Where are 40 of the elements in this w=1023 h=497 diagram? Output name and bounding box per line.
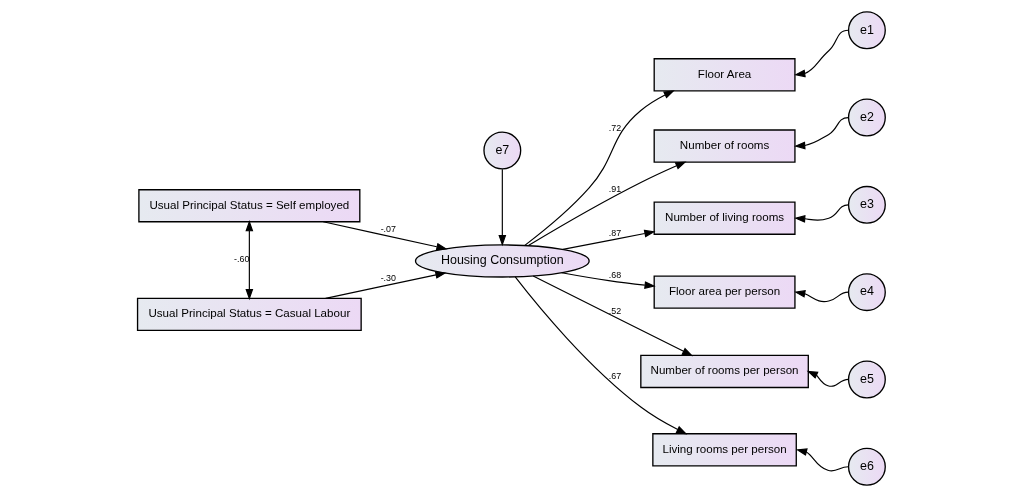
arrow — [524, 90, 675, 246]
node-box: Number of rooms — [653, 129, 796, 163]
arrow — [498, 168, 507, 247]
edge-label: .67 — [608, 371, 622, 382]
node-circle: e2 — [847, 98, 886, 137]
node-circle: e7 — [483, 131, 522, 170]
node-box: Usual Principal Status = Self employed — [138, 189, 361, 223]
arrow — [806, 370, 849, 387]
node-box: Number of living rooms — [653, 201, 796, 235]
edge-label: -.60 — [234, 254, 250, 265]
arrow — [795, 448, 849, 472]
edge-label: .91 — [608, 184, 622, 195]
arrow — [532, 275, 694, 357]
node-circle: e6 — [847, 447, 886, 486]
arrow — [794, 290, 849, 303]
node-box: Number of rooms per person — [640, 354, 809, 389]
edge-label: .52 — [608, 305, 622, 316]
node-box: Floor area per person — [653, 275, 796, 309]
edge-label: -.30 — [380, 273, 396, 284]
arrow — [561, 272, 656, 289]
arrow — [794, 117, 849, 150]
arrow — [794, 204, 849, 223]
edge-label: -.07 — [380, 224, 396, 235]
node-circle: e1 — [847, 11, 886, 50]
node-circle: e5 — [847, 360, 886, 399]
arrow — [245, 220, 254, 301]
node-circle: e3 — [847, 185, 886, 224]
node-box: Living rooms per person — [652, 433, 797, 467]
edge-label: .87 — [608, 228, 622, 239]
arrow — [325, 271, 447, 299]
arrow — [527, 161, 687, 247]
arrow — [514, 276, 688, 435]
arrow — [322, 221, 448, 251]
node-box: Usual Principal Status = Casual Labour — [136, 297, 362, 332]
edge-label: .68 — [608, 269, 622, 280]
arrow — [794, 29, 849, 78]
arrow — [562, 229, 656, 250]
edge-label: .72 — [608, 122, 622, 133]
node-circle: e4 — [847, 273, 886, 312]
node-box: Floor Area — [653, 58, 796, 92]
